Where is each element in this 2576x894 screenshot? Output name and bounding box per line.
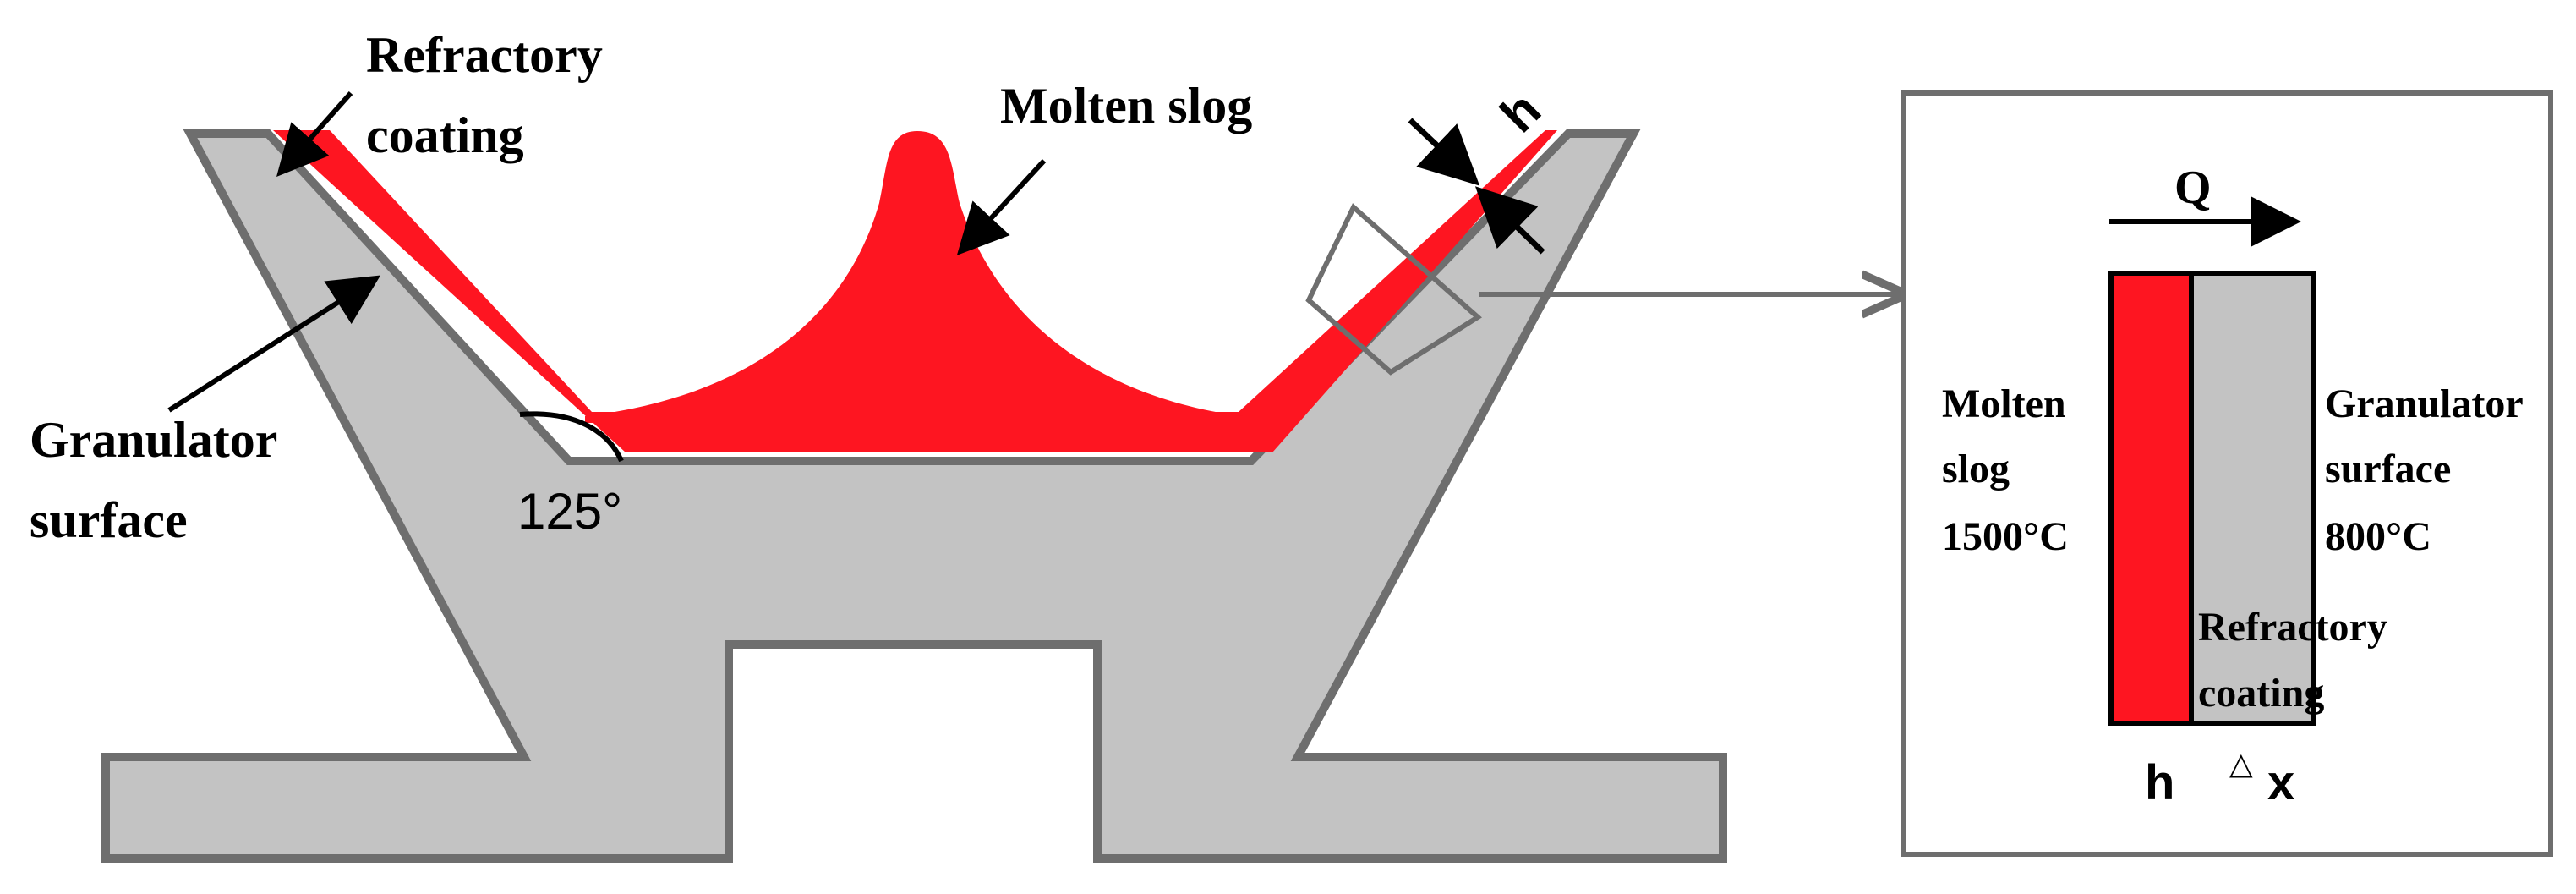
heat-flow-label: Q (2174, 162, 2212, 214)
thickness-arrow-inner (1474, 186, 1545, 255)
molten-slog-arrow (956, 158, 1047, 255)
detail-region-marker (1305, 203, 1482, 376)
detail-coating-label-1: Refractory (2198, 605, 2387, 650)
granulator-surface-arrow (167, 275, 381, 413)
granulator-body (101, 129, 1727, 863)
detail-granulator-temp: 800°C (2325, 514, 2431, 559)
thickness-arrow-outer (1408, 118, 1480, 186)
refractory-coating-arrow (276, 91, 353, 177)
detail-dx-symbol: △ (2229, 746, 2253, 781)
refractory-coating-label-2: coating (366, 107, 524, 163)
molten-slag-mound (585, 131, 1243, 423)
detail-layer-frame (2108, 271, 2316, 726)
granulator-surface-label-2: surface (30, 492, 188, 548)
detail-coating-label-2: coating (2198, 671, 2324, 716)
detail-coating-layer (2191, 273, 2314, 723)
refractory-coating-label-1: Refractory (366, 27, 603, 83)
angle-arc (519, 411, 624, 463)
detail-molten-temp: 1500°C (1942, 514, 2069, 559)
molten-slog-label: Molten slog (1000, 78, 1252, 134)
detail-dx-var: x (2267, 755, 2294, 810)
detail-molten-label-2: slog (1942, 447, 2010, 491)
granulator-surface-label-1: Granulator (30, 412, 277, 468)
detail-granulator-label-2: surface (2325, 447, 2451, 491)
detail-h-label: h (2145, 755, 2174, 810)
detail-slag-layer (2111, 273, 2191, 723)
angle-label: 125° (517, 483, 622, 540)
detail-granulator-label-1: Granulator (2325, 381, 2524, 426)
detail-molten-label-1: Molten (1942, 381, 2066, 426)
